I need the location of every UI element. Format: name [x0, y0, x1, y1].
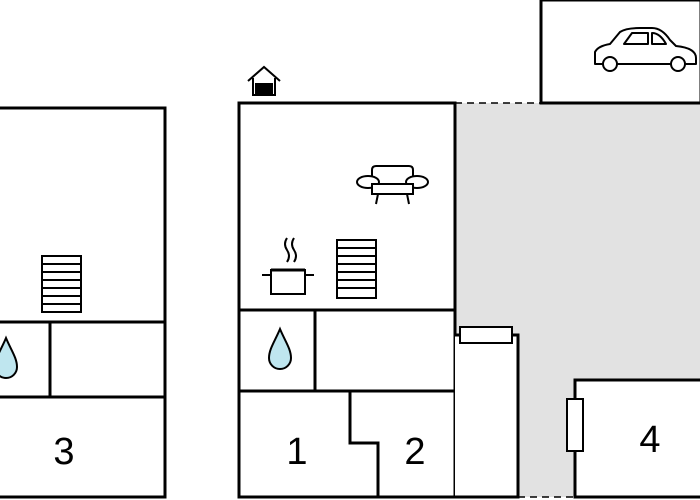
door-marker [459, 326, 513, 344]
cooking-pot-icon [262, 237, 314, 295]
water-drop-icon [0, 335, 19, 379]
annex [455, 333, 520, 499]
door-marker [566, 398, 584, 452]
room-label-2: 2 [404, 431, 425, 473]
main-building [237, 101, 457, 499]
stairs-icon [336, 239, 377, 299]
room-label-4: 4 [639, 419, 660, 461]
car-icon [594, 27, 697, 72]
left-building [0, 106, 167, 499]
room-label-3: 3 [53, 431, 74, 473]
stairs-icon [41, 255, 82, 313]
right-building [573, 378, 700, 499]
entrance-icon [247, 65, 281, 96]
room-label-1: 1 [286, 431, 307, 473]
terrace-area [455, 103, 700, 497]
sofa-icon [356, 165, 429, 205]
water-drop-icon [267, 326, 293, 370]
